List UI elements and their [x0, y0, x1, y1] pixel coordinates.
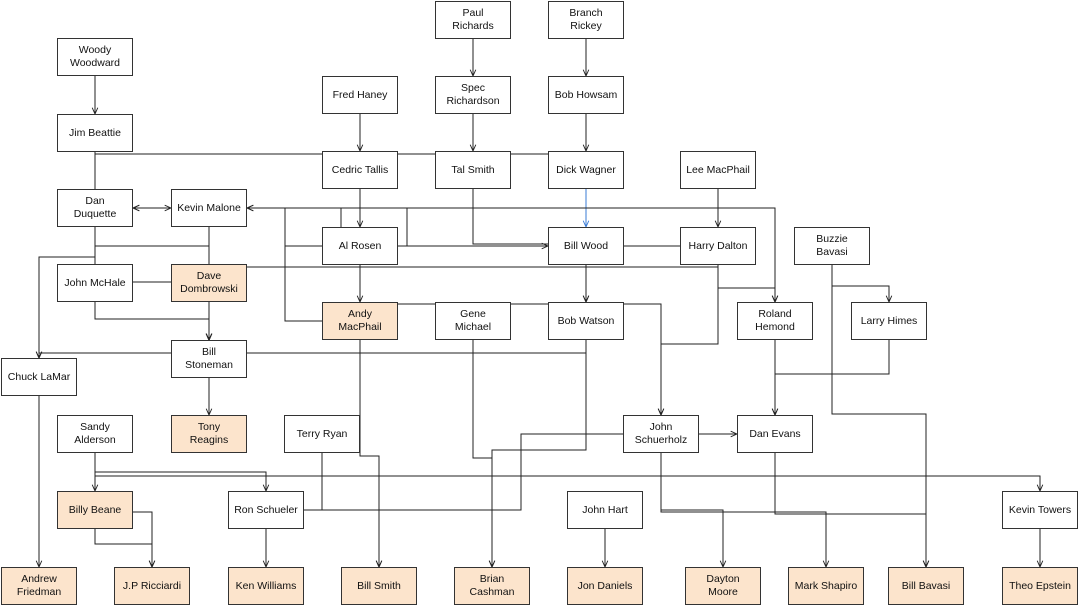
node-jim-beattie: Jim Beattie	[57, 114, 133, 152]
node-dick-wagner: Dick Wagner	[548, 151, 624, 189]
node-roland-hemond: Roland Hemond	[737, 302, 813, 340]
edge-buzzie-bavasi-to-bill-bavasi	[831, 265, 926, 567]
node-spec-richardson: Spec Richardson	[435, 76, 511, 114]
node-tal-smith: Tal Smith	[435, 151, 511, 189]
node-john-mchale: John McHale	[57, 264, 133, 302]
node-cedric-tallis: Cedric Tallis	[322, 151, 398, 189]
node-kevin-malone: Kevin Malone	[171, 189, 247, 227]
edge-bob-watson-to-brian-cashman	[492, 340, 587, 567]
node-mark-shapiro: Mark Shapiro	[788, 567, 864, 605]
edge-billy-beane-to-jp-ricciardi	[94, 529, 152, 567]
node-john-schuerholz: John Schuerholz	[623, 415, 699, 453]
edge-john-schuerholz-to-mark-shapiro	[660, 453, 826, 567]
edge-andy-macphail-to-kevin-malone	[247, 208, 322, 322]
edge-jim-beattie-to-chuck-lamar	[39, 152, 96, 358]
node-jp-ricciardi: J.P Ricciardi	[114, 567, 190, 605]
node-terry-ryan: Terry Ryan	[284, 415, 360, 453]
node-dan-duquette: Dan Duquette	[57, 189, 133, 227]
node-harry-dalton: Harry Dalton	[680, 227, 756, 265]
node-john-hart: John Hart	[567, 491, 643, 529]
node-jon-daniels: Jon Daniels	[567, 567, 643, 605]
node-ron-schueler: Ron Schueler	[228, 491, 304, 529]
node-fred-haney: Fred Haney	[322, 76, 398, 114]
node-sandy-alderson: Sandy Alderson	[57, 415, 133, 453]
edge-harry-dalton-to-roland-hemond	[717, 265, 775, 302]
node-woody-woodward: Woody Woodward	[57, 38, 133, 76]
node-kevin-towers: Kevin Towers	[1002, 491, 1078, 529]
node-branch-rickey: Branch Rickey	[548, 1, 624, 39]
edge-harry-dalton-to-john-schuerholz	[661, 265, 719, 415]
edge-tal-smith-to-bob-watson	[472, 189, 586, 302]
edge-sandy-alderson-to-ron-schueler	[94, 453, 266, 491]
node-paul-richards: Paul Richards	[435, 1, 511, 39]
node-dayton-moore: Dayton Moore	[685, 567, 761, 605]
node-bill-smith: Bill Smith	[341, 567, 417, 605]
edge-gene-michael-to-brian-cashman	[472, 340, 492, 567]
edge-john-schuerholz-to-dayton-moore	[660, 453, 723, 567]
node-tony-reagins: Tony Reagins	[171, 415, 247, 453]
node-lee-macphail: Lee MacPhail	[680, 151, 756, 189]
edge-bob-watson-to-chuck-lamar	[39, 340, 587, 358]
node-dan-evans: Dan Evans	[737, 415, 813, 453]
node-bill-bavasi: Bill Bavasi	[888, 567, 964, 605]
node-ken-williams: Ken Williams	[228, 567, 304, 605]
node-bill-wood: Bill Wood	[548, 227, 624, 265]
node-larry-himes: Larry Himes	[851, 302, 927, 340]
node-bill-stoneman: Bill Stoneman	[171, 340, 247, 378]
node-al-rosen: Al Rosen	[322, 227, 398, 265]
edge-john-mchale-to-bill-stoneman	[94, 302, 209, 340]
edge-sandy-alderson-to-kevin-towers	[94, 453, 1040, 491]
node-gene-michael: Gene Michael	[435, 302, 511, 340]
node-bob-watson: Bob Watson	[548, 302, 624, 340]
edge-andy-macphail-to-bill-smith	[359, 340, 379, 567]
node-theo-epstein: Theo Epstein	[1002, 567, 1078, 605]
edge-jim-beattie-to-bill-stoneman	[94, 152, 209, 340]
node-brian-cashman: Brian Cashman	[454, 567, 530, 605]
node-dave-dombrowski: Dave Dombrowski	[171, 264, 247, 302]
node-andrew-friedman: Andrew Friedman	[1, 567, 77, 605]
edge-fred-haney-to-roland-hemond	[359, 114, 775, 302]
node-andy-macphail: Andy MacPhail	[322, 302, 398, 340]
edge-buzzie-bavasi-to-larry-himes	[831, 265, 889, 302]
node-bob-howsam: Bob Howsam	[548, 76, 624, 114]
node-billy-beane: Billy Beane	[57, 491, 133, 529]
edge-dan-evans-to-bill-bavasi	[774, 453, 926, 567]
node-chuck-lamar: Chuck LaMar	[1, 358, 77, 396]
node-buzzie-bavasi: Buzzie Bavasi	[794, 227, 870, 265]
